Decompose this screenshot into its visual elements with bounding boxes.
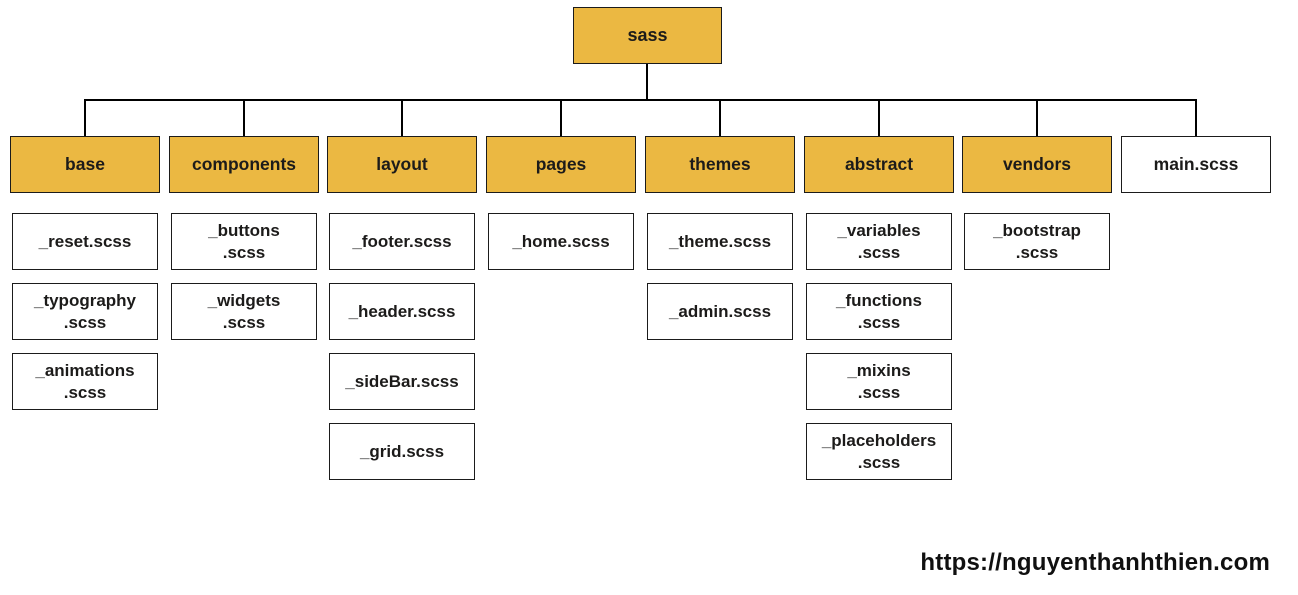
file-box: _theme.scss <box>647 213 793 270</box>
file-box: _widgets .scss <box>171 283 317 340</box>
file-label-line2: .scss <box>857 382 901 402</box>
connector-line-drop <box>560 99 562 137</box>
column-components: components _buttons .scss _widgets .scss <box>169 136 319 340</box>
file-box: _home.scss <box>488 213 634 270</box>
file-label-line1: _admin.scss <box>668 301 772 321</box>
file-label-line1: _mixins <box>847 360 911 380</box>
folder-box-themes: themes <box>645 136 795 193</box>
file-label-line2: .scss <box>63 312 107 332</box>
file-list: _buttons .scss _widgets .scss <box>169 213 319 340</box>
column-abstract: abstract _variables .scss _functions .sc… <box>804 136 954 480</box>
file-list: _footer.scss _header.scss _sideBar.scss … <box>327 213 477 480</box>
file-label-line2: .scss <box>222 312 266 332</box>
file-label-line1: _widgets <box>207 290 281 310</box>
folder-box-base: base <box>10 136 160 193</box>
folder-label: base <box>65 154 105 174</box>
file-label-line2: .scss <box>1015 242 1059 262</box>
connector-line-drop <box>1195 99 1197 137</box>
file-box: _mixins .scss <box>806 353 952 410</box>
file-box: _functions .scss <box>806 283 952 340</box>
file-label-line2: .scss <box>63 382 107 402</box>
file-list: _reset.scss _typography .scss _animation… <box>10 213 160 410</box>
file-label-line1: _header.scss <box>348 301 456 321</box>
connector-line-drop <box>84 99 86 137</box>
file-label-line1: _functions <box>836 290 922 310</box>
file-box: _sideBar.scss <box>329 353 475 410</box>
column-base: base _reset.scss _typography .scss _anim… <box>10 136 160 410</box>
column-main-scss: main.scss <box>1121 136 1271 193</box>
file-label-line1: _variables <box>837 220 921 240</box>
file-label-line1: _home.scss <box>512 231 610 251</box>
connector-line-horizontal <box>85 99 1197 101</box>
file-box: _reset.scss <box>12 213 158 270</box>
file-box: _typography .scss <box>12 283 158 340</box>
folder-label: abstract <box>844 154 914 174</box>
folder-label: pages <box>535 154 587 174</box>
file-box-main-scss: main.scss <box>1121 136 1271 193</box>
connector-line-stem <box>646 64 648 100</box>
folder-box-components: components <box>169 136 319 193</box>
file-label-line1: _grid.scss <box>359 441 445 461</box>
file-list: _theme.scss _admin.scss <box>645 213 795 340</box>
file-label-line1: _footer.scss <box>352 231 452 251</box>
file-label-line1: _typography <box>33 290 137 310</box>
file-box: _placeholders .scss <box>806 423 952 480</box>
file-label-line1: _sideBar.scss <box>345 371 459 391</box>
file-label-line1: _reset.scss <box>38 231 132 251</box>
file-box: _admin.scss <box>647 283 793 340</box>
file-label-line1: _buttons <box>208 220 280 240</box>
connector-line-drop <box>878 99 880 137</box>
column-themes: themes _theme.scss _admin.scss <box>645 136 795 340</box>
file-box: _grid.scss <box>329 423 475 480</box>
file-label-line1: _bootstrap <box>993 220 1081 240</box>
file-list: _bootstrap .scss <box>962 213 1112 270</box>
file-label-line2: .scss <box>857 312 901 332</box>
file-box: _variables .scss <box>806 213 952 270</box>
folder-box-layout: layout <box>327 136 477 193</box>
folder-box-abstract: abstract <box>804 136 954 193</box>
file-label-line1: _placeholders <box>821 430 937 450</box>
file-list: _variables .scss _functions .scss _mixin… <box>804 213 954 480</box>
file-label-line2: .scss <box>222 242 266 262</box>
file-label-line2: .scss <box>857 452 901 472</box>
folder-box-vendors: vendors <box>962 136 1112 193</box>
file-list: _home.scss <box>486 213 636 270</box>
connector-line-drop <box>719 99 721 137</box>
file-box: _bootstrap .scss <box>964 213 1110 270</box>
folder-label: vendors <box>1002 154 1072 174</box>
folder-label: layout <box>376 154 428 174</box>
folder-label: components <box>191 154 297 174</box>
file-label-line2: .scss <box>857 242 901 262</box>
file-box: _footer.scss <box>329 213 475 270</box>
connector-line-drop <box>243 99 245 137</box>
column-vendors: vendors _bootstrap .scss <box>962 136 1112 270</box>
connector-line-drop <box>401 99 403 137</box>
column-pages: pages _home.scss <box>486 136 636 270</box>
column-layout: layout _footer.scss _header.scss _sideBa… <box>327 136 477 480</box>
site-url: https://nguyenthanhthien.com <box>920 549 1270 576</box>
connector-line-drop <box>1036 99 1038 137</box>
file-box: _animations .scss <box>12 353 158 410</box>
folder-label: themes <box>689 154 751 174</box>
file-box: _buttons .scss <box>171 213 317 270</box>
file-label-line1: _theme.scss <box>668 231 772 251</box>
root-folder-box-sass: sass <box>573 7 722 64</box>
file-label-line1: _animations <box>35 360 135 380</box>
folder-box-pages: pages <box>486 136 636 193</box>
root-folder-label: sass <box>627 25 668 45</box>
file-box: _header.scss <box>329 283 475 340</box>
file-label: main.scss <box>1153 154 1239 174</box>
